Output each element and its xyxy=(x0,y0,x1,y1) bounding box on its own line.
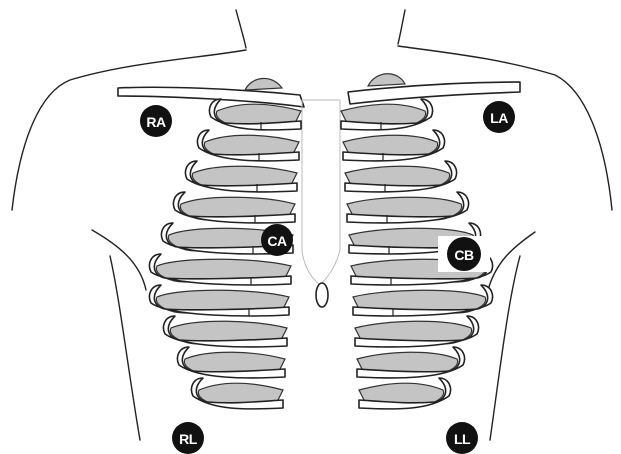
clavicles xyxy=(118,74,520,107)
neck-left-line xyxy=(236,10,246,48)
electrode-la-label: LA xyxy=(490,110,508,126)
electrode-rl-label: RL xyxy=(179,431,198,447)
electrode-cb-label: CB xyxy=(454,247,474,263)
electrode-ra-label: RA xyxy=(146,114,166,130)
body-outline xyxy=(12,10,612,440)
electrode-cb: CB xyxy=(438,236,490,272)
xiphoid-process xyxy=(316,283,328,307)
lung-apex-right xyxy=(368,74,405,86)
electrode-ll: LL xyxy=(446,422,478,454)
sternum-outline xyxy=(302,100,340,285)
lung-apex-left xyxy=(245,78,282,90)
armpit-right-line xyxy=(488,232,535,290)
electrode-ca: CA xyxy=(261,224,293,256)
armpit-left-line xyxy=(92,230,146,290)
electrode-ca-label: CA xyxy=(267,233,287,249)
flank-right-line xyxy=(490,256,520,440)
electrode-ra: RA xyxy=(140,105,172,137)
electrode-la: LA xyxy=(483,101,515,133)
electrode-ll-label: LL xyxy=(454,431,471,447)
neck-right-line xyxy=(398,10,405,44)
electrode-rl: RL xyxy=(172,422,204,454)
flank-left-line xyxy=(110,256,140,440)
